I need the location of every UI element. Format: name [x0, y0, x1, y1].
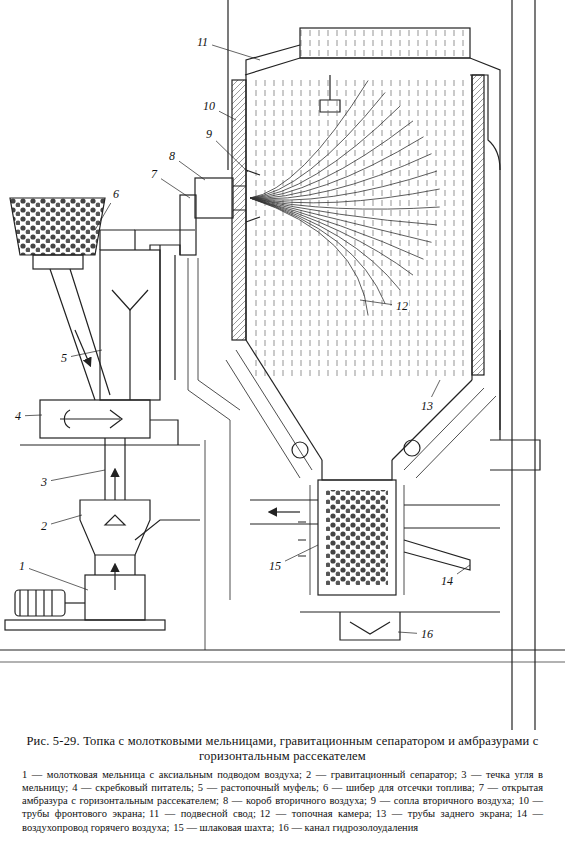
- leader-line: [212, 45, 260, 60]
- callout-number: 1: [18, 560, 26, 572]
- key-entry: 4 — скребковый питатель;: [72, 782, 194, 793]
- callout-number: 14: [440, 575, 454, 587]
- flame-jet: [250, 198, 368, 316]
- callout-number: 15: [268, 560, 282, 572]
- leader-line: [360, 300, 392, 305]
- leader-line: [179, 161, 205, 180]
- key-entry: 11 — подвесной свод;: [149, 808, 256, 819]
- callout-number: 2: [40, 520, 48, 532]
- figure-caption-box: Рис. 5-29. Топка с молотковыми мельницам…: [22, 734, 543, 764]
- flame-jet: [250, 198, 385, 304]
- callout-number: 8: [168, 150, 176, 162]
- leader-line: [51, 470, 105, 481]
- callout-number: 11: [196, 36, 209, 48]
- callout-number: 12: [395, 300, 409, 312]
- callout-number: 4: [14, 410, 22, 422]
- leader-line: [285, 545, 318, 561]
- callout-number: 3: [40, 476, 48, 488]
- flame-jet: [250, 198, 432, 242]
- flame-jet: [250, 121, 413, 198]
- flame-jet: [250, 106, 400, 198]
- callout-number: 5: [60, 352, 68, 364]
- leader-line: [219, 111, 236, 120]
- leader-line: [95, 203, 111, 230]
- leader-line: [398, 632, 417, 633]
- callout-number: 16: [420, 628, 434, 640]
- callout-number: 10: [202, 100, 216, 112]
- key-entry: 6 — шибер для отсечки топлива;: [323, 782, 475, 793]
- key-entry: 15 — шлаковая шахта;: [173, 822, 274, 833]
- key-entry: 16 — канал гидрозолоудаления: [278, 822, 418, 833]
- leader-line: [432, 380, 441, 397]
- flame-jet: [250, 198, 413, 275]
- leader-line: [25, 415, 42, 417]
- key-entry: 8 — короб вторичного воздуха;: [223, 795, 367, 806]
- leader-line: [161, 179, 190, 198]
- key-entry: 2 — гравитационный сепаратор;: [306, 769, 457, 780]
- figure-key: 1 — молотковая мельница с аксиальным под…: [22, 768, 543, 834]
- key-entry: 13 — трубы заднего экрана;: [376, 808, 513, 819]
- leader-line: [71, 350, 102, 357]
- callout-number: 7: [150, 168, 158, 180]
- furnace-illustration: [0, 0, 565, 730]
- callout-number: 9: [205, 128, 213, 140]
- leader-line: [29, 569, 88, 591]
- flame-jet: [250, 81, 368, 199]
- key-entry: 9 — сопла вторичного воздуха;: [371, 795, 515, 806]
- flame-jet: [250, 198, 400, 290]
- flame-jet: [250, 154, 432, 199]
- key-entry: 1 — молотковая мельница с аксиальным под…: [22, 769, 302, 780]
- leader-line: [216, 141, 248, 172]
- key-entry: 12 — топочная камера;: [260, 808, 372, 819]
- flame-jet: [250, 189, 440, 203]
- key-entry: 5 — растопочный муфель;: [198, 782, 319, 793]
- callout-number: 13: [420, 400, 434, 412]
- figure-caption: Рис. 5-29. Топка с молотковыми мельницам…: [26, 734, 538, 763]
- flame-jet: [250, 93, 385, 199]
- leader-line: [457, 565, 470, 574]
- callout-number: 6: [112, 188, 120, 200]
- leader-line: [51, 515, 82, 524]
- flame-jet: [250, 171, 437, 200]
